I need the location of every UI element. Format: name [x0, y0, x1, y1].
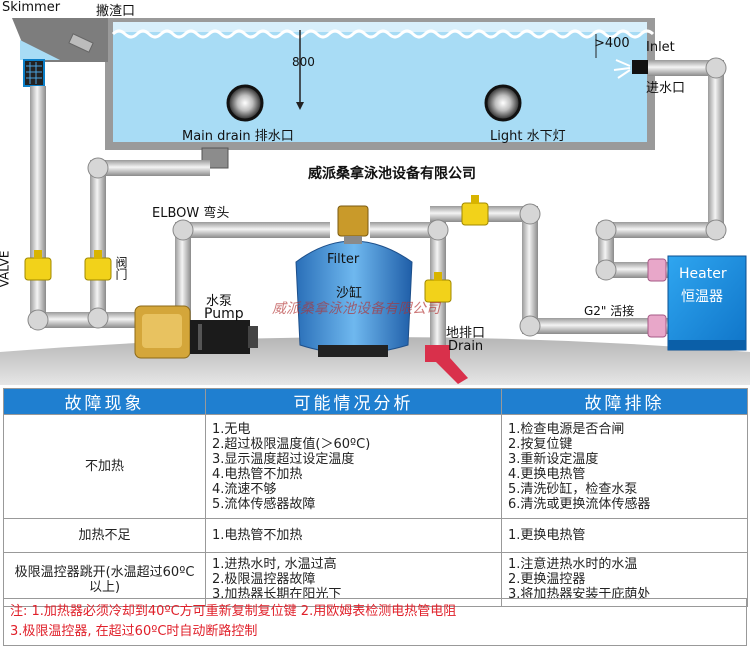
note-line: 3.极限温控器, 在超过60ºC时自动断路控制 [10, 624, 258, 639]
cause-item: 5.流体传感器故障 [212, 496, 316, 512]
inlet-nozzle [632, 60, 650, 74]
floor-drain-outlet [425, 345, 468, 384]
filter-label-zh: 沙缸 [336, 286, 363, 301]
fix-item: 3.重新设定温度 [508, 451, 599, 467]
valves [24, 195, 489, 303]
causes-cell: 1.无电 2.超过极限温度值(＞60ºC) 3.显示温度超过设定温度 4.电热管… [205, 414, 502, 519]
heater [667, 255, 747, 351]
table-row: 极限温控器跳开(水温超过60ºC以上) 1.进热水时, 水温过高 2.极限温控器… [3, 552, 748, 607]
company-title: 威派桑拿泳池设备有限公司 [308, 166, 476, 182]
union-connector [647, 314, 667, 338]
note-line: 注: 1.加热器必须冷却到40ºC方可重新复制复位键 2.用欧姆表检测电热管电阻 [10, 604, 457, 619]
underwater-light [484, 84, 522, 122]
table-row: 不加热 1.无电 2.超过极限温度值(＞60ºC) 3.显示温度超过设定温度 4… [3, 414, 748, 519]
symptom-cell: 极限温控器跳开(水温超过60ºC以上) [3, 552, 206, 607]
watermark: 威派桑拿泳池设备有限公司 [272, 301, 440, 317]
valve-icon [424, 272, 452, 303]
cause-item: 2.极限温控器故障 [212, 572, 316, 587]
table-header-row: 故障现象 可能情况分析 故障排除 [3, 388, 748, 415]
table-row: 加热不足 1.电热管不加热 1.更换电热管 [3, 518, 748, 553]
overflow-label: >400 [594, 36, 630, 51]
cause-item: 3.显示温度超过设定温度 [212, 451, 355, 467]
heater-label: Heater [679, 266, 727, 282]
pump-label: Pump [204, 306, 244, 322]
fix-item: 2.更换温控器 [508, 572, 586, 587]
fix-item: 2.按复位键 [508, 436, 573, 452]
cause-item: 1.电热管不加热 [212, 528, 303, 543]
inlet-label-zh: 进水口 [646, 81, 686, 96]
fix-item: 1.检查电源是否合闸 [508, 421, 625, 437]
skimmer-label-zh: 撇渣口 [96, 4, 136, 19]
troubleshooting-table: 故障现象 可能情况分析 故障排除 不加热 1.无电 2.超过极限温度值(＞60º… [3, 388, 748, 607]
pipes [27, 57, 727, 347]
sand-filter [295, 205, 413, 357]
symptom-cell: 不加热 [3, 414, 206, 519]
light-label: Light 水下灯 [490, 129, 566, 144]
skimmer-basket [23, 59, 45, 87]
filter-label: Filter [327, 252, 360, 267]
cause-item: 4.流速不够 [212, 481, 277, 497]
valve-icon [24, 250, 52, 281]
symptom-cell: 加热不足 [3, 518, 206, 553]
fault-table: 故障现象 可能情况分析 故障排除 不加热 1.无电 2.超过极限温度值(＞60º… [3, 388, 748, 607]
drain-label: Drain [448, 339, 484, 354]
main-drain [226, 84, 264, 122]
heater-label-zh: 恒温器 [681, 289, 723, 305]
header-causes: 可能情况分析 [205, 388, 502, 415]
diagram-graphics [0, 18, 750, 385]
union-connector [647, 258, 667, 282]
header-symptom: 故障现象 [3, 388, 206, 415]
skimmer-label: Skimmer [2, 0, 61, 15]
main-drain-label: Main drain 排水口 [182, 129, 294, 144]
pool-system-diagram: Skimmer 撇渣口 800 >400 Inlet 进水口 Main drai… [0, 0, 750, 385]
causes-cell: 1.进热水时, 水温过高 2.极限温控器故障 3.加热器长期在阳光下 [205, 552, 502, 607]
pump-label-zh: 水泵 [206, 294, 233, 309]
header-fixes: 故障排除 [501, 388, 748, 415]
fix-item: 1.注意进热水时的水温 [508, 557, 638, 572]
fix-item: 4.更换电热管 [508, 466, 586, 482]
fix-item: 5.清洗砂缸，检查水泵 [508, 481, 638, 497]
valve-label-zh: 阀门 [114, 256, 128, 280]
cause-item: 4.电热管不加热 [212, 466, 303, 482]
valve-icon [461, 195, 489, 226]
union-label: G2" 活接 [584, 304, 635, 318]
cause-item: 1.进热水时, 水温过高 [212, 557, 337, 572]
pump [134, 305, 258, 359]
drain-label-zh: 地排口 [446, 326, 486, 341]
inlet-label: Inlet [646, 40, 675, 55]
depth-label: 800 [292, 55, 315, 69]
pool-water [113, 22, 647, 142]
fix-item: 1.更换电热管 [508, 528, 586, 543]
cause-item: 2.超过极限温度值(＞60ºC) [212, 436, 371, 452]
notes-box: 注: 1.加热器必须冷却到40ºC方可重新复制复位键 2.用欧姆表检测电热管电阻… [3, 598, 747, 646]
valve-icon [84, 250, 112, 281]
fix-item: 6.清洗或更换流体传感器 [508, 496, 651, 512]
causes-cell: 1.电热管不加热 [205, 518, 502, 553]
fixes-cell: 1.检查电源是否合闸 2.按复位键 3.重新设定温度 4.更换电热管 5.清洗砂… [501, 414, 748, 519]
valve-label: VALVE [0, 250, 12, 288]
cause-item: 1.无电 [212, 421, 251, 437]
fixes-cell: 1.更换电热管 [501, 518, 748, 553]
elbow-label: ELBOW 弯头 [152, 206, 230, 221]
